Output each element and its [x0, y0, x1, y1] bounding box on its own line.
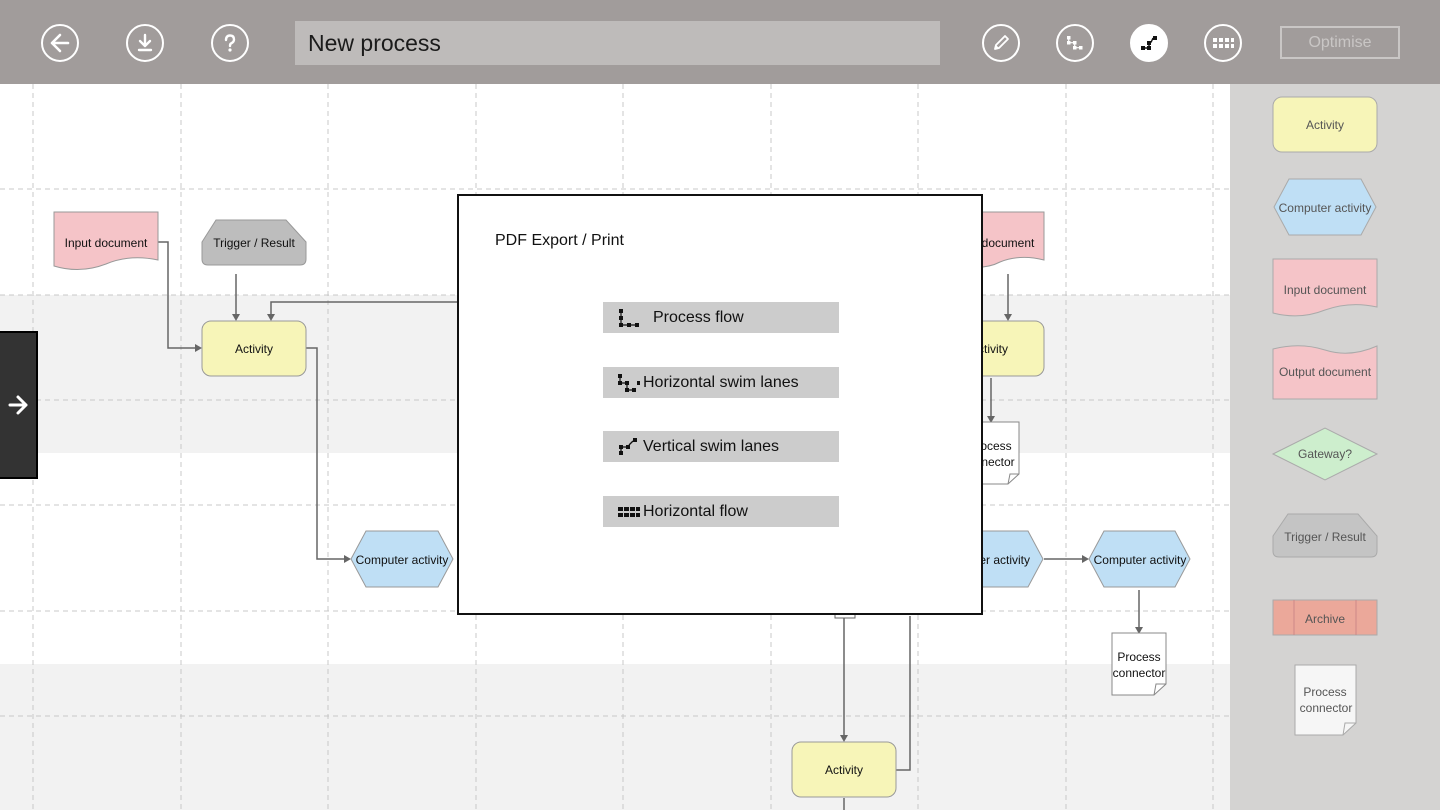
download-button[interactable]: [126, 24, 164, 62]
computer-activity-label-right: Computer activity: [1094, 553, 1187, 567]
process-connector-label-line1: ocess: [980, 439, 1011, 453]
palette-item-label: Gateway?: [1298, 447, 1352, 461]
vertical-swim-lanes-view-button[interactable]: [1130, 24, 1168, 62]
palette-item-trigger-result[interactable]: Trigger / Result: [1272, 513, 1378, 558]
computer-activity-shape[interactable]: Computer activity: [350, 530, 454, 588]
process-connector-shape-right[interactable]: Process connector: [1111, 632, 1167, 696]
process-connector-label-line2: nector: [981, 455, 1014, 469]
process-title-text: New process: [308, 29, 441, 56]
export-horizontal-swim-lanes-button[interactable]: Horizontal swim lanes: [603, 367, 839, 398]
computer-activity-shape-right[interactable]: Computer activity: [1088, 530, 1191, 588]
export-horizontal-flow-button[interactable]: Horizontal flow: [603, 496, 839, 527]
back-button[interactable]: [41, 24, 79, 62]
optimise-button[interactable]: Optimise: [1280, 26, 1400, 59]
palette-item-gateway[interactable]: Gateway?: [1271, 427, 1379, 481]
horizontal-flow-view-button[interactable]: [1204, 24, 1242, 62]
download-icon: [137, 33, 153, 52]
palette-item-label: Computer activity: [1279, 201, 1372, 215]
vertical-swim-lanes-icon: [617, 437, 641, 457]
computer-activity-label: Computer activity: [356, 553, 449, 567]
input-document-label-right: document: [982, 236, 1035, 250]
palette-item-label: Input document: [1284, 283, 1367, 297]
edit-button[interactable]: [982, 24, 1020, 62]
connector-lines: [158, 241, 1140, 810]
option-label: Vertical swim lanes: [643, 437, 780, 455]
process-title-input[interactable]: New process: [295, 21, 940, 65]
horizontal-swim-lanes-icon: [1067, 36, 1083, 50]
activity-label-right: ctivity: [978, 342, 1008, 356]
computer-activity-label-right-partial: ter activity: [976, 553, 1030, 567]
option-label: Horizontal flow: [643, 502, 748, 520]
activity-shape-bottom[interactable]: Activity: [791, 741, 897, 798]
pdf-export-dialog: PDF Export / Print Process flow Horizont…: [457, 194, 983, 615]
dialog-title: PDF Export / Print: [495, 232, 624, 249]
horizontal-swim-lanes-icon: [617, 373, 641, 393]
process-flow-icon: [617, 308, 641, 328]
palette-item-label-line1: Process: [1303, 685, 1346, 699]
palette-item-label: Activity: [1306, 118, 1344, 132]
input-document-label: Input document: [65, 236, 148, 250]
palette-item-label: Archive: [1305, 612, 1345, 626]
palette-item-process-connector[interactable]: Process connector: [1294, 664, 1357, 736]
arrow-left-icon: [50, 33, 70, 53]
pencil-icon: [994, 35, 1009, 50]
process-connector-label-line2: connector: [1113, 666, 1166, 680]
shape-palette: Activity Computer activity Input documen…: [1230, 84, 1440, 810]
horizontal-flow-icon: [1213, 38, 1234, 48]
trigger-result-label: Trigger / Result: [213, 236, 295, 250]
export-process-flow-button[interactable]: Process flow: [603, 302, 839, 333]
option-label: Horizontal swim lanes: [643, 373, 799, 391]
input-document-shape[interactable]: Input document: [53, 211, 159, 270]
horizontal-swim-lanes-view-button[interactable]: [1056, 24, 1094, 62]
drawer-toggle-button[interactable]: [0, 331, 38, 479]
palette-drawing: Activity Computer activity Input documen…: [1271, 96, 1379, 736]
palette-item-output-document[interactable]: Output document: [1272, 345, 1378, 400]
export-vertical-swim-lanes-button[interactable]: Vertical swim lanes: [603, 431, 839, 462]
palette-item-computer-activity[interactable]: Computer activity: [1273, 178, 1377, 236]
activity-label: Activity: [235, 342, 273, 356]
palette-item-label: Output document: [1279, 365, 1372, 379]
top-toolbar: New process Optimise: [0, 0, 1440, 84]
option-label: Process flow: [653, 308, 744, 326]
vertical-swim-lanes-icon: [1141, 36, 1157, 50]
connector-arrowheads: [195, 314, 1143, 742]
palette-item-activity[interactable]: Activity: [1272, 96, 1378, 153]
activity-shape[interactable]: Activity: [201, 320, 307, 377]
palette-item-archive[interactable]: Archive: [1272, 599, 1378, 636]
help-button[interactable]: [211, 24, 249, 62]
swim-lane-band: [0, 664, 1230, 810]
palette-item-input-document[interactable]: Input document: [1272, 258, 1378, 317]
palette-item-label: Trigger / Result: [1284, 530, 1366, 544]
arrow-right-icon: [8, 395, 28, 415]
process-connector-label-line1: Process: [1117, 650, 1160, 664]
optimise-label: Optimise: [1308, 33, 1372, 51]
question-mark-icon: [224, 34, 236, 52]
palette-item-label-line2: connector: [1300, 701, 1353, 715]
activity-label-bottom: Activity: [825, 763, 863, 777]
horizontal-flow-icon: [617, 502, 641, 522]
trigger-result-shape[interactable]: Trigger / Result: [201, 219, 307, 266]
